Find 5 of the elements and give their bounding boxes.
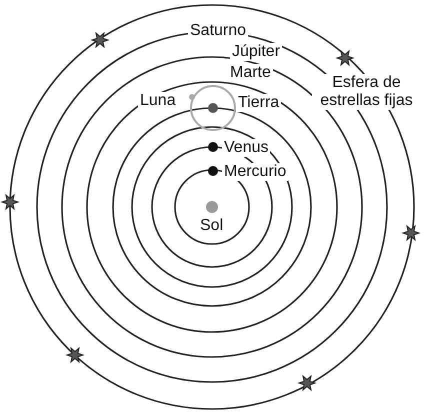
orbit-label: Júpiter [230, 43, 282, 61]
planet-label: Mercurio [222, 163, 288, 181]
planet-label: Tierra [236, 94, 282, 112]
planet-label: Venus [222, 139, 270, 157]
moon-label: Luna [138, 92, 178, 110]
